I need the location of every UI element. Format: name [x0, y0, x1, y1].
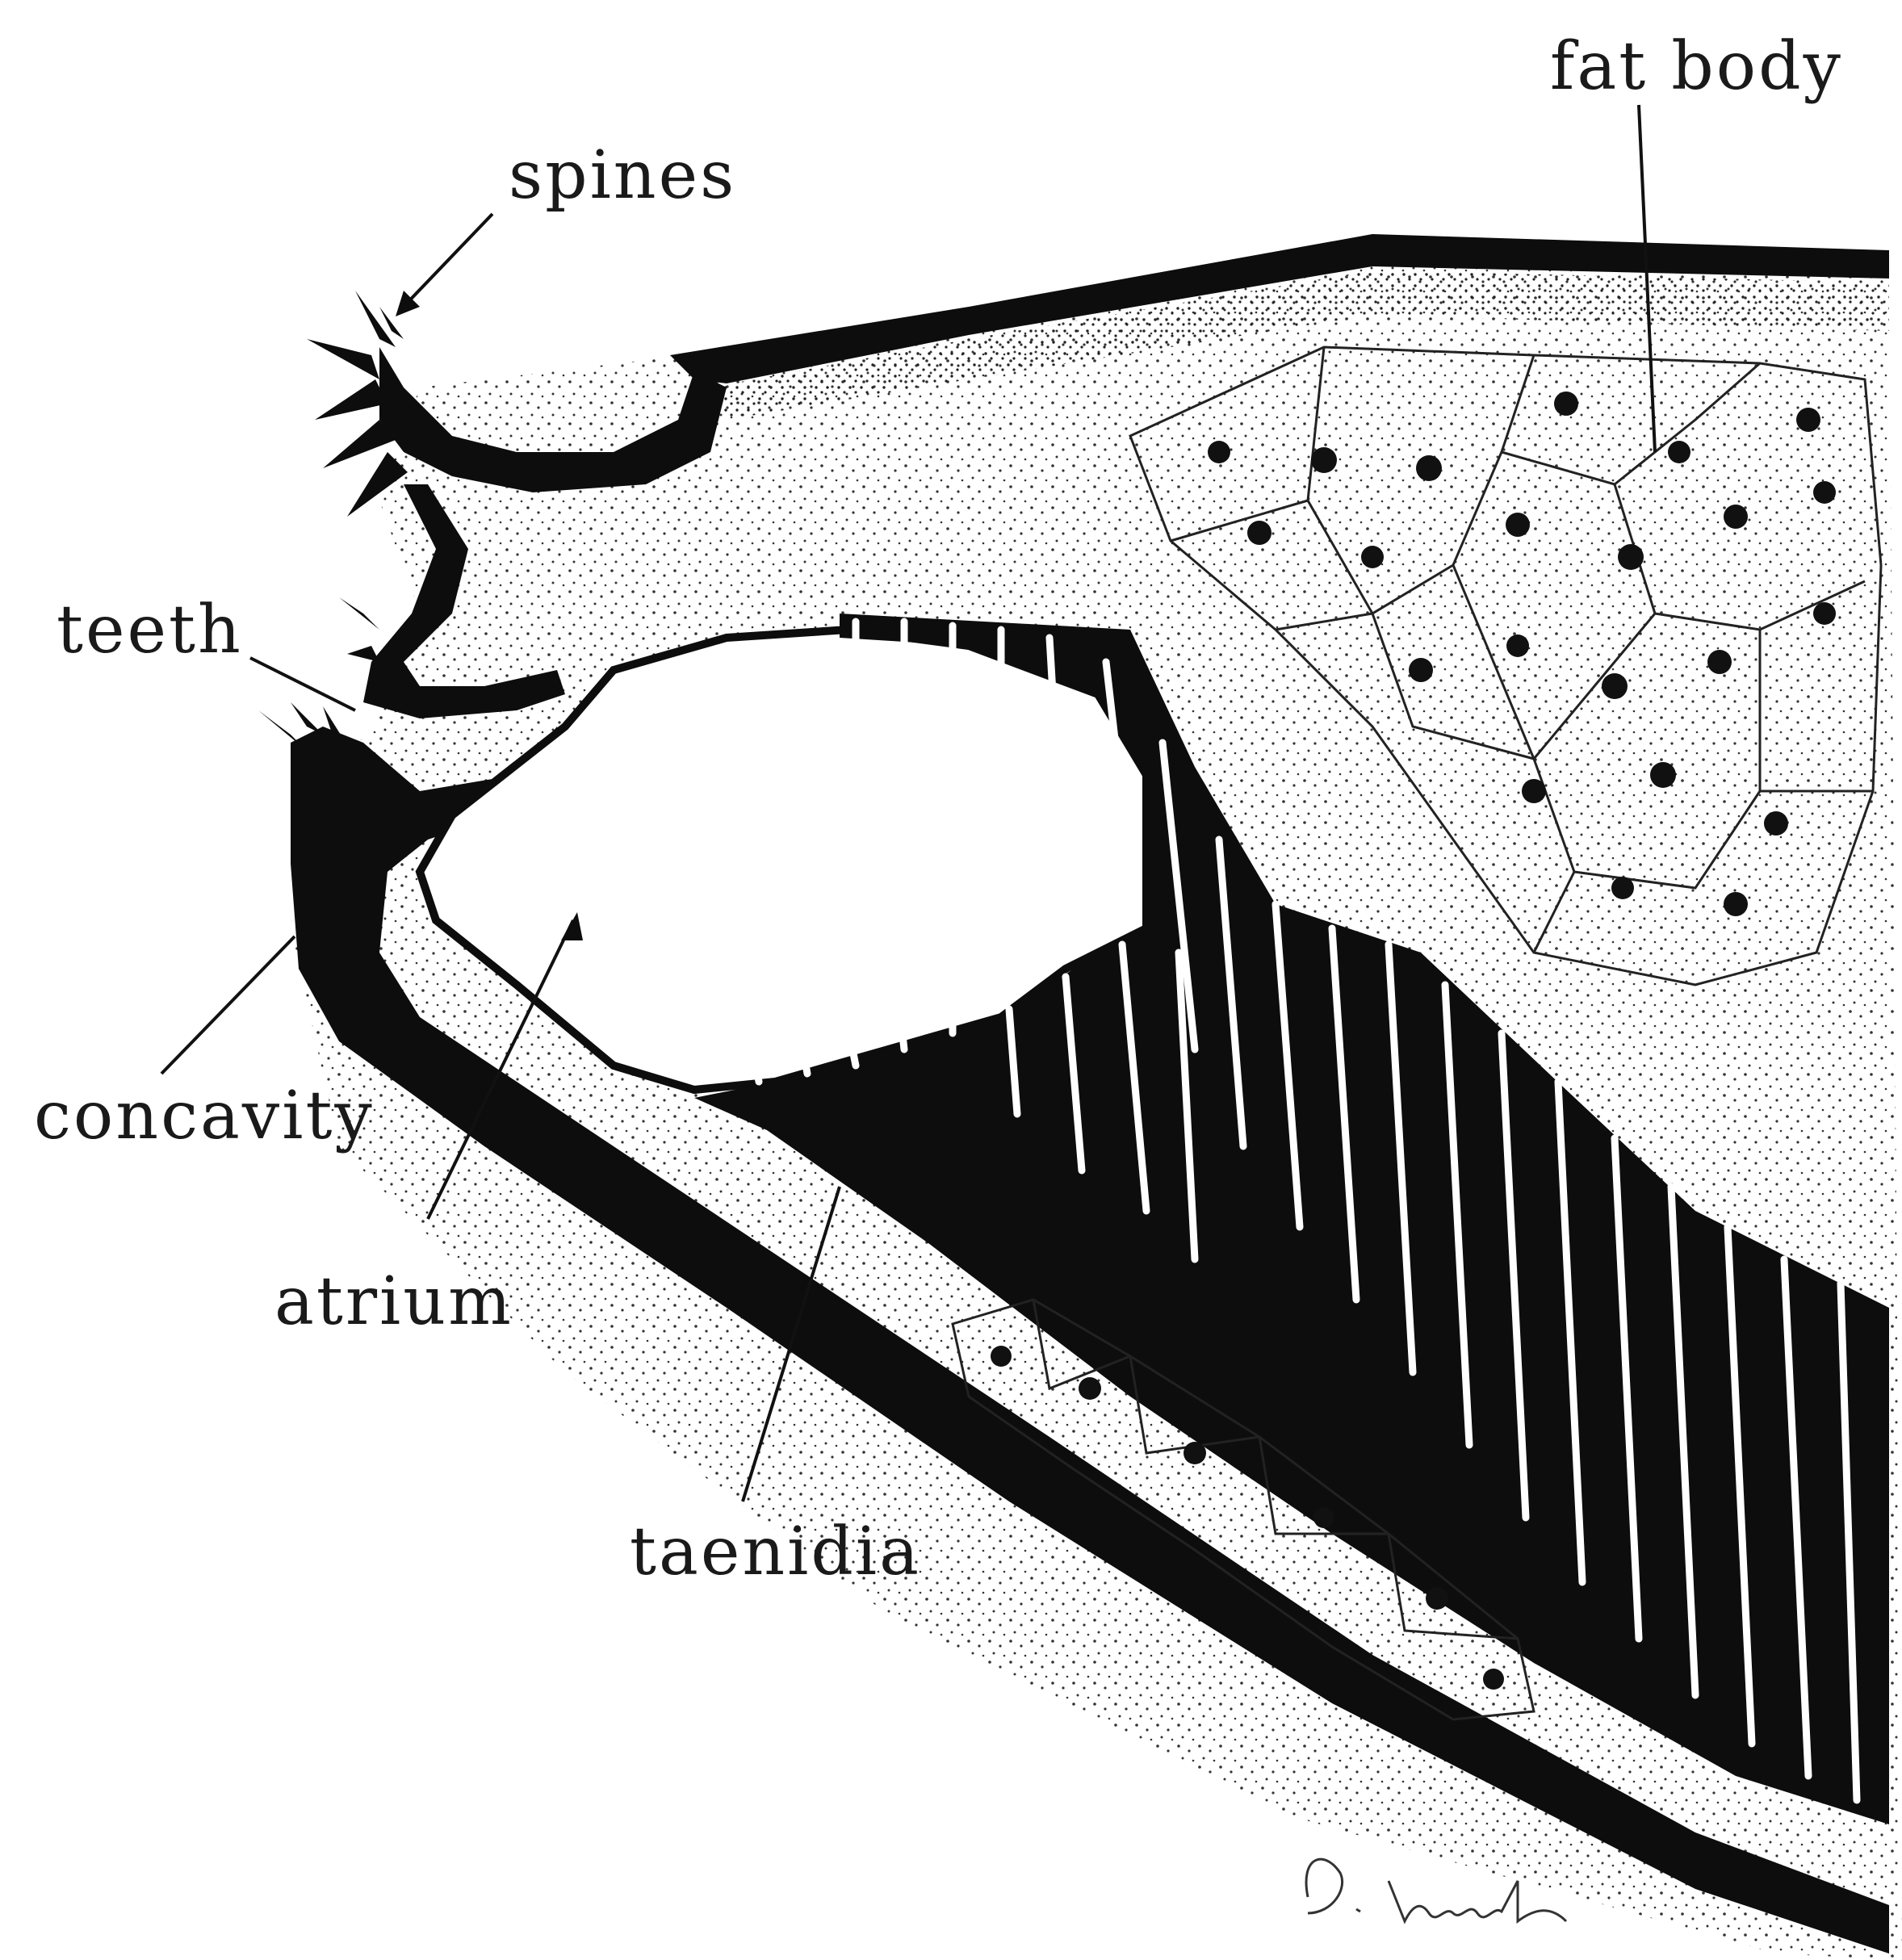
teeth-icon	[339, 597, 379, 662]
label-teeth: teeth	[57, 592, 243, 668]
teeth-leader	[250, 658, 355, 710]
label-spines: spines	[509, 137, 736, 214]
concavity-leader	[161, 936, 295, 1074]
label-fat-body: fat body	[1550, 28, 1843, 105]
label-taenidia: taenidia	[630, 1514, 921, 1590]
label-atrium: atrium	[274, 1263, 513, 1340]
label-concavity: concavity	[34, 1078, 375, 1154]
spines-leader	[400, 214, 492, 311]
